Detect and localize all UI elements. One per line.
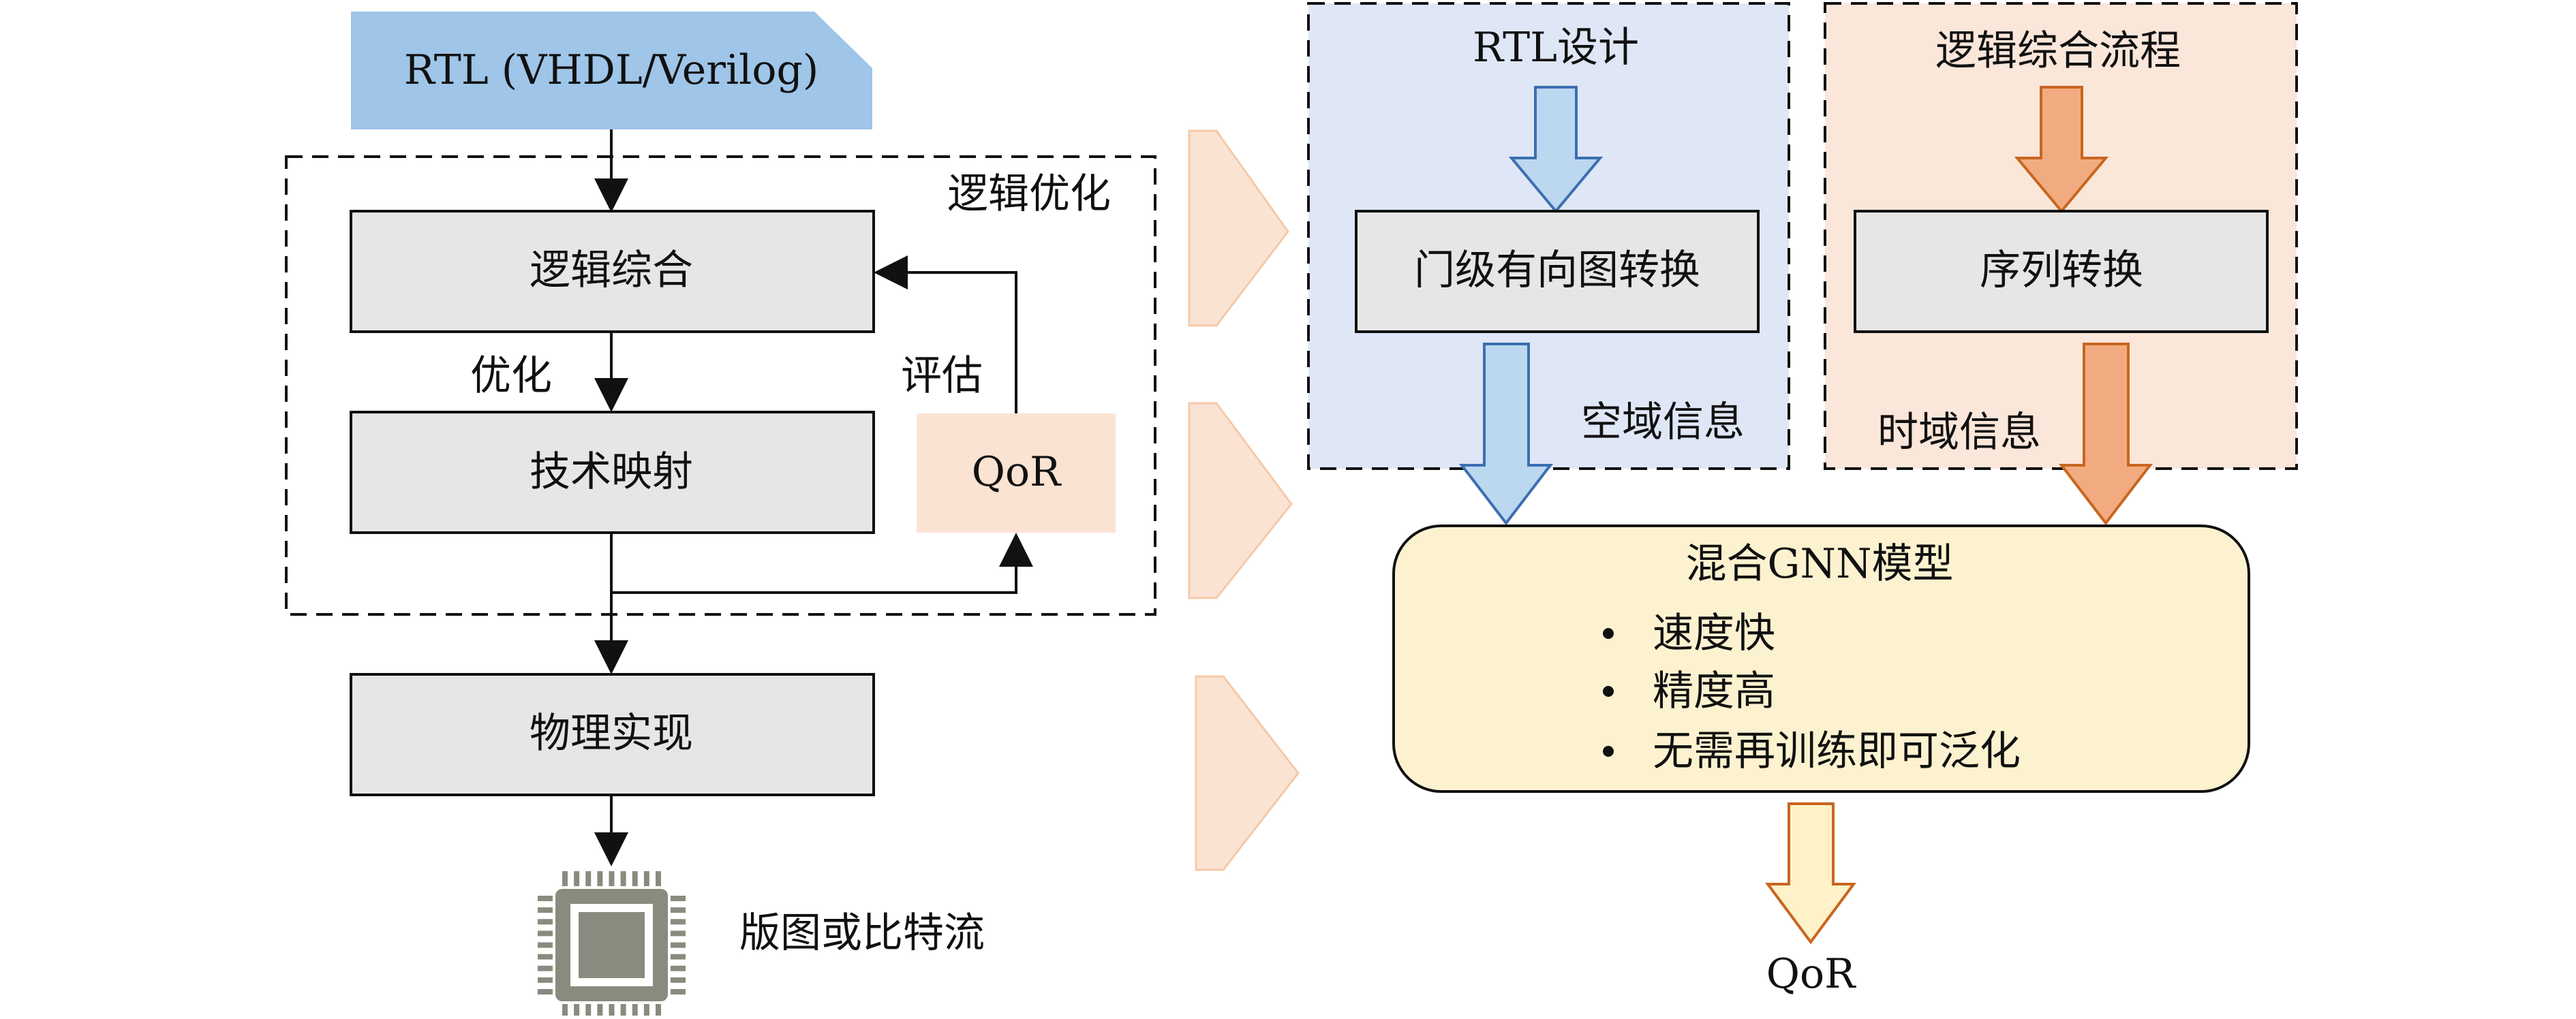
- technology-mapping-label: 技术映射: [530, 448, 693, 496]
- chip-pin: [562, 871, 568, 886]
- flow-triangle-middle: [1188, 402, 1293, 599]
- model-output-label: QoR: [1766, 950, 1856, 998]
- chip-pin: [538, 977, 553, 983]
- logic-synthesis-label: 逻辑综合: [530, 247, 693, 294]
- chip-pin: [609, 1004, 615, 1019]
- physical-implementation-box: [350, 673, 875, 796]
- chip-pin: [538, 919, 553, 925]
- arrow-qor-to-synthesis: [906, 271, 1017, 413]
- chip-pin: [538, 942, 553, 948]
- rtl-input-box: [351, 12, 872, 129]
- optimize-label: 优化: [470, 352, 552, 400]
- chip-pin: [538, 954, 553, 960]
- chip-pin: [671, 896, 686, 901]
- model-bullet-list: 速度快 精度高 无需再训练即可泛化: [1603, 610, 2021, 775]
- chip-pin: [671, 930, 686, 937]
- output-label: 版图或比特流: [739, 909, 985, 957]
- chip-pin: [538, 896, 553, 901]
- chip-pin: [538, 965, 553, 971]
- chip-pin: [671, 907, 686, 913]
- flow-triangle-top: [1188, 129, 1289, 327]
- technology-mapping-box: [350, 411, 875, 534]
- output-arrow: [1765, 802, 1856, 945]
- chip-pin: [574, 1004, 580, 1019]
- chip-pin: [609, 871, 615, 886]
- chip-pin: [656, 1004, 661, 1019]
- chip-pin: [671, 954, 686, 960]
- orange-arrow-down: [2014, 86, 2109, 214]
- qor-box: [917, 413, 1116, 533]
- bullet-dot: [1603, 686, 1614, 697]
- blue-arrow-to-model: [1458, 343, 1554, 526]
- bullet-dot: [1603, 628, 1614, 639]
- spatial-info-label: 空域信息: [1581, 398, 1745, 446]
- blue-arrow-down: [1508, 86, 1604, 214]
- model-bullet-1: 速度快: [1653, 610, 1775, 657]
- chip-pin: [671, 977, 686, 983]
- orange-arrow-to-model: [2058, 343, 2153, 526]
- chip-pin: [562, 1004, 568, 1019]
- model-bullet-2: 精度高: [1653, 668, 1775, 715]
- chip-pin: [585, 1004, 592, 1019]
- physical-implementation-label: 物理实现: [530, 710, 693, 757]
- logic-optimization-group: [285, 155, 1156, 616]
- chip-icon: [538, 871, 686, 1019]
- chip-pin: [538, 930, 553, 937]
- chip-pin: [671, 989, 686, 994]
- chip-pin: [671, 919, 686, 925]
- arrowhead: [999, 533, 1033, 567]
- chip-pin: [597, 1004, 603, 1019]
- arrowhead: [594, 378, 628, 412]
- chip-pin: [574, 871, 580, 886]
- rtl-design-title: RTL设计: [1473, 24, 1639, 72]
- evaluate-label: 评估: [901, 352, 983, 400]
- chip-pin: [671, 965, 686, 971]
- model-title: 混合GNN模型: [1686, 540, 1954, 588]
- sequence-conversion-box: [1854, 210, 2269, 333]
- arrowhead: [594, 832, 628, 866]
- gate-graph-box: [1355, 210, 1760, 333]
- chip-pin: [643, 871, 649, 886]
- chip-pin: [632, 871, 638, 886]
- arrowhead: [594, 640, 628, 674]
- logic-synthesis-box: [350, 210, 875, 333]
- logic-optimization-label: 逻辑优化: [947, 170, 1111, 218]
- chip-pin: [597, 871, 603, 886]
- model-bullet-3: 无需再训练即可泛化: [1653, 727, 2021, 775]
- chip-pin: [538, 907, 553, 913]
- gate-graph-label: 门级有向图转换: [1414, 247, 1700, 294]
- arrowhead: [594, 178, 628, 213]
- chip-pin: [656, 871, 661, 886]
- flow-triangle-bottom: [1195, 675, 1300, 871]
- hybrid-gnn-model-box: [1392, 524, 2250, 793]
- chip-pin: [620, 1004, 626, 1019]
- chip-pin: [538, 989, 553, 994]
- chip-pin: [632, 1004, 638, 1019]
- chip-pin: [620, 871, 626, 886]
- rtl-input-label: RTL (VHDL/Verilog): [404, 46, 819, 94]
- chip-pin: [671, 942, 686, 948]
- chip-pin: [585, 871, 592, 886]
- arrow-mapping-to-qor: [610, 533, 1017, 594]
- synthesis-flow-title: 逻辑综合流程: [1935, 27, 2181, 75]
- sequence-conversion-label: 序列转换: [1980, 247, 2143, 294]
- bullet-dot: [1603, 746, 1614, 757]
- temporal-info-label: 时域信息: [1877, 409, 2041, 456]
- chip-pin: [643, 1004, 649, 1019]
- arrowhead: [874, 255, 908, 289]
- qor-label: QoR: [972, 448, 1062, 496]
- chip-die: [579, 912, 645, 978]
